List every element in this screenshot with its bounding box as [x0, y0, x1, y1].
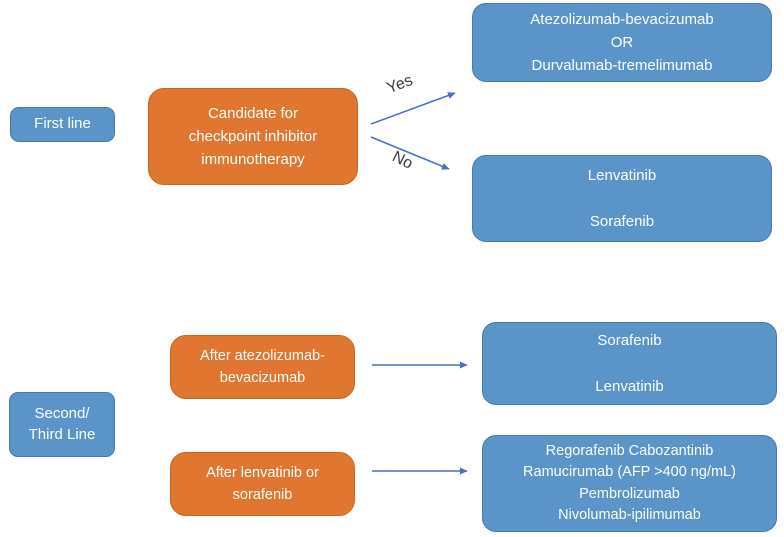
- yes-arrow: [370, 92, 456, 125]
- condition-node-after-lenvatinib-or-sorafenib: After lenvatinib or sorafenib: [170, 452, 355, 516]
- edge-label-yes: Yes: [384, 71, 416, 98]
- outcome-node-after-atezolizumab-bevacizumab: Sorafenib Lenvatinib: [482, 322, 777, 405]
- edge-label-no: No: [389, 148, 416, 173]
- condition-node-after-atezolizumab-bevacizumab: After atezolizumab- bevacizumab: [170, 335, 355, 399]
- outcome-node-tki-options: Lenvatinib Sorafenib: [472, 155, 772, 242]
- stage-label-second-third-line: Second/ Third Line: [9, 392, 115, 457]
- stage-label-first-line: First line: [10, 107, 115, 142]
- decision-node-checkpoint-candidate: Candidate for checkpoint inhibitor immun…: [148, 88, 358, 185]
- outcome-node-after-lenvatinib-or-sorafenib: Regorafenib Cabozantinib Ramucirumab (AF…: [482, 435, 777, 532]
- outcome-node-immunotherapy-options: Atezolizumab-bevacizumab OR Durvalumab-t…: [472, 3, 772, 82]
